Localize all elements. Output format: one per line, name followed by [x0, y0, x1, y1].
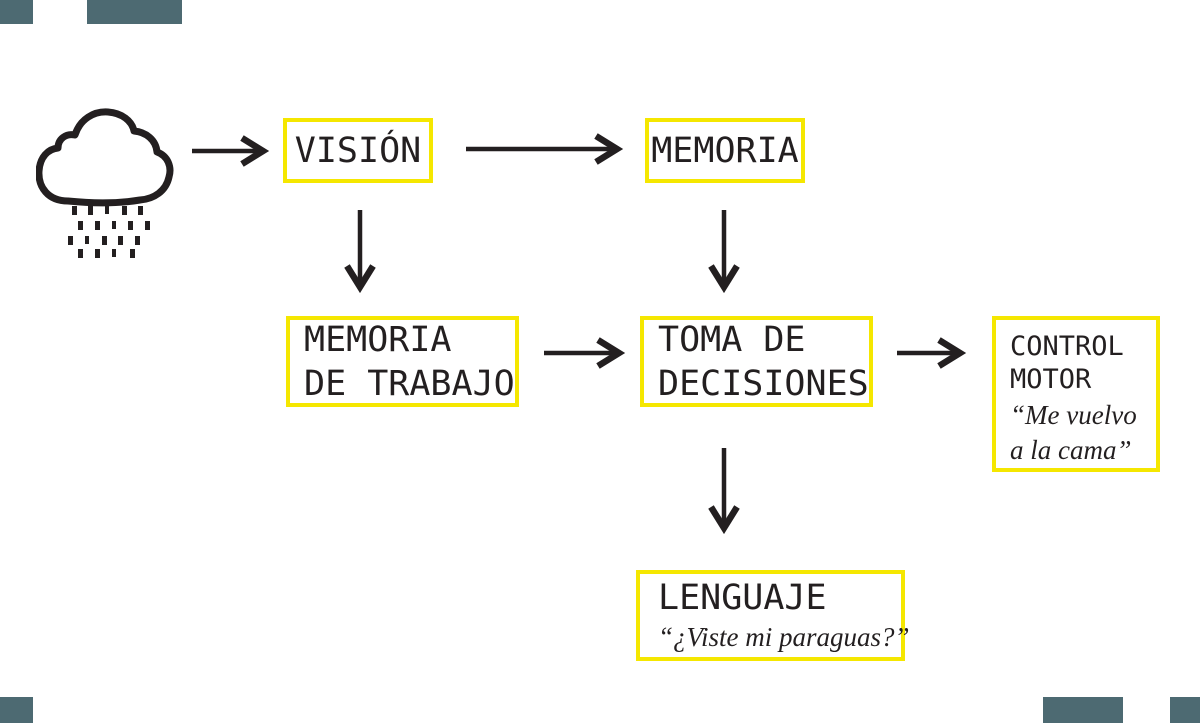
corner-block-top-left-2	[87, 0, 182, 24]
arrow-cloud-to-vision	[192, 135, 270, 167]
corner-block-top-left-1	[0, 0, 33, 24]
node-memoria-de-trabajo-line2: DE TRABAJO	[304, 363, 515, 404]
arrow-memoria-de-trabajo-to-toma	[544, 337, 626, 369]
arrow-vision-to-memoria	[466, 133, 624, 165]
node-toma-line1: TOMA DE	[658, 319, 806, 360]
node-vision-label: VISIÓN	[294, 130, 422, 171]
arrow-toma-to-control-motor	[897, 337, 967, 369]
node-lenguaje-label: LENGUAJE	[658, 578, 827, 618]
arrow-toma-to-lenguaje	[708, 448, 740, 535]
node-control-motor-quote-line1: “Me vuelvo	[1010, 400, 1137, 430]
node-control-motor-line1: CONTROL	[1010, 331, 1124, 362]
node-vision: VISIÓN	[283, 118, 433, 183]
arrow-memoria-to-toma	[708, 210, 740, 294]
node-toma-line2: DECISIONES	[658, 363, 869, 404]
node-memoria: MEMORIA	[645, 118, 805, 183]
node-control-motor-quote-line2: a la cama”	[1010, 435, 1132, 465]
node-control-motor: CONTROL MOTOR “Me vuelvo a la cama”	[992, 316, 1160, 472]
corner-block-bottom-right-2	[1170, 697, 1200, 723]
node-memoria-label: MEMORIA	[651, 130, 799, 171]
arrow-vision-to-memoria-de-trabajo	[344, 210, 376, 294]
node-lenguaje-quote: “¿Viste mi paraguas?”	[658, 622, 910, 652]
corner-block-bottom-right-1	[1043, 697, 1123, 723]
node-control-motor-line2: MOTOR	[1010, 364, 1092, 395]
rain-drops	[68, 206, 150, 258]
node-memoria-de-trabajo-line1: MEMORIA	[304, 319, 452, 360]
node-toma-de-decisiones: TOMA DE DECISIONES	[640, 316, 873, 407]
node-lenguaje: LENGUAJE “¿Viste mi paraguas?”	[636, 570, 910, 661]
node-memoria-de-trabajo: MEMORIA DE TRABAJO	[286, 316, 519, 407]
cloud-rain-icon	[36, 108, 174, 258]
corner-block-bottom-left	[0, 697, 33, 723]
